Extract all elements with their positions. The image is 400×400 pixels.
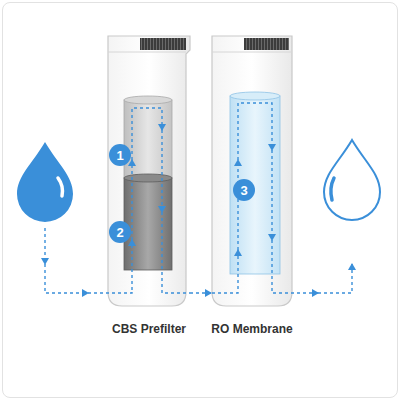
filter-media-bottom (124, 178, 172, 270)
prefilter-housing (108, 36, 190, 306)
vent-slot (244, 38, 289, 50)
callout-number: 1 (116, 149, 123, 162)
prefilter-cartridge: CBS Prefilter 1 2 (108, 30, 190, 340)
input-water-drop (17, 142, 73, 222)
callout-number: 3 (233, 179, 255, 201)
filter-media-top (124, 100, 172, 178)
vent-slot (140, 38, 186, 50)
callout-number: 1 (109, 144, 131, 166)
callout-number: 3 (240, 184, 247, 197)
part-name: RO Membrane (211, 322, 292, 336)
ro-housing (212, 36, 292, 306)
output-water-drop (324, 140, 380, 220)
part-name: CBS Prefilter (112, 322, 186, 336)
flow-connector (190, 292, 212, 293)
ro-membrane-cartridge: RO Membrane 3 (212, 30, 292, 340)
water-flow-path (45, 103, 352, 293)
callout-number: 2 (116, 226, 123, 239)
callout-number: 2 (109, 221, 131, 243)
